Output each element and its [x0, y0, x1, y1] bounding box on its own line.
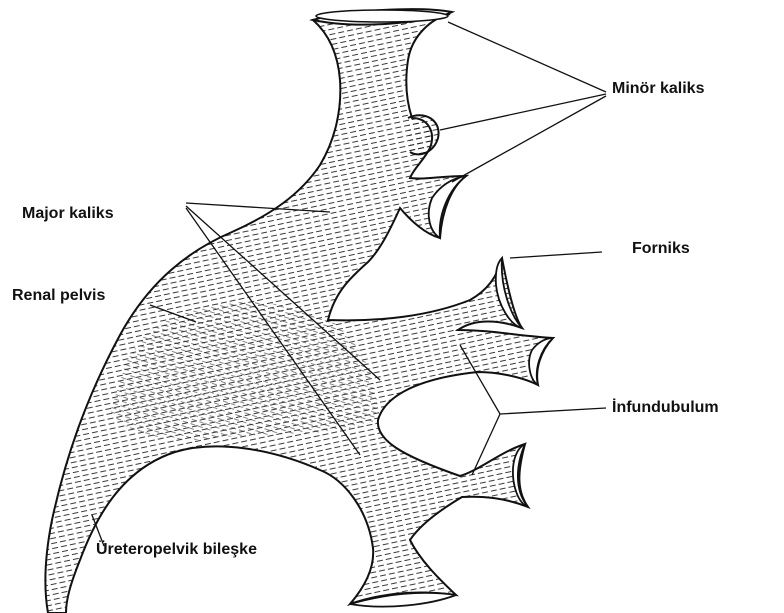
leader-minor-bulge — [440, 94, 606, 130]
label-minor-kaliks: Minör kaliks — [612, 81, 704, 97]
label-major-kaliks: Major kaliks — [22, 206, 114, 222]
leader-forniks — [510, 252, 602, 258]
leader-minor-top — [448, 22, 606, 92]
leader-infund-3 — [500, 408, 606, 414]
label-forniks: Forniks — [632, 241, 690, 257]
label-renal-pelvis: Renal pelvis — [12, 288, 105, 304]
bulge-minor-calyx — [408, 115, 439, 154]
leader-minor-right — [452, 96, 606, 182]
top-calyx-rim — [316, 10, 448, 22]
label-ureteropelvik-bileske: Üreteropelvik bileşke — [96, 542, 257, 558]
label-infundubulum: İnfundubulum — [612, 400, 719, 416]
